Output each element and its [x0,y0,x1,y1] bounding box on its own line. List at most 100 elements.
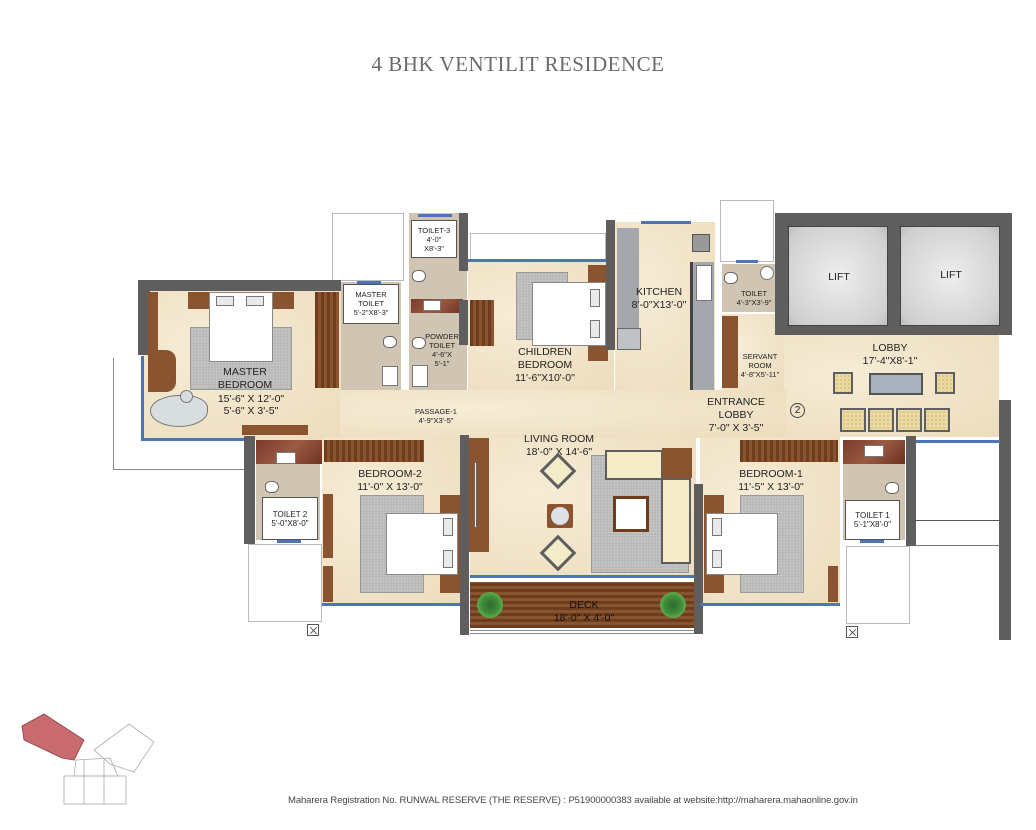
pillow [712,550,722,568]
side-cabinet [148,292,158,352]
corridor-line [916,545,1000,546]
powder-toilet-label: POWDER TOILET 4'-6"X 5'-1" [422,332,462,368]
lift-2: LIFT [900,226,1000,326]
master-toilet-name-line2: TOILET [357,299,385,308]
lobby-name: LOBBY [872,342,908,354]
servant-toilet-name: TOILET [740,289,768,298]
kitchen-name: KITCHEN [635,286,683,298]
unit-marker: 2 [790,403,805,418]
living-room-dim: 18'-0" X 14'-6" [525,446,593,458]
key-plan [21,713,155,805]
sink-icon [276,452,296,464]
wc-icon [265,481,279,493]
window [322,603,460,606]
sink-icon [423,300,441,311]
servant-bed [722,316,738,388]
side-table [547,504,573,528]
master-bedroom-name-line2: BEDROOM [217,379,273,391]
wall [138,280,341,291]
entrance-lobby-dim: 7'-0" X 3'-5" [708,422,764,434]
bedroom-2-name: BEDROOM-2 [358,468,422,480]
toilet-3-dim2: X8'-3" [424,244,444,253]
toilet-3-name: TOILET-3 [417,226,451,235]
kitchen-counter-end [617,328,641,350]
appliance [692,234,710,252]
study-desk [828,566,838,602]
kitchen-sink-icon [696,265,712,301]
bedroom-2-dim: 11'-0" X 13'-0" [357,481,423,493]
master-toilet-box [343,284,399,324]
lobby-bench-seat [924,408,950,432]
deck-dim: 18'-0" X 4'-0" [553,612,615,624]
lobby-seat [935,372,955,394]
servant-toilet-dim: 4'-3"X3'-9" [736,298,772,307]
wall [694,484,703,634]
lift-1-label: LIFT [828,271,850,283]
window [470,575,696,578]
ottoman [180,390,193,403]
passage-1-name: PASSAGE-1 [415,407,457,416]
master-toilet-name-line1: MASTER [355,290,387,299]
tv-screen [474,462,477,528]
unit-marker-number: 2 [794,405,801,416]
registration-footer: Maharera Registration No. RUNWAL RESERVE… [288,795,858,806]
wall [999,400,1011,640]
wall [459,213,468,271]
wardrobe [740,440,838,462]
deck-rail [470,630,696,634]
toilet-2-box [262,497,318,540]
powder-toilet-dim2: 5'-1" [434,359,450,368]
toilet-2-dim: 5'-0"X8'-0" [271,519,309,528]
powder-toilet-name-line1: POWDER [425,332,459,341]
toilet-3-label: TOILET-3 4'-0" X8'-3" [411,226,457,253]
master-bedroom-name-line1: MASTER [223,366,267,378]
lobby-bench-seat [896,408,922,432]
window [860,540,884,543]
wc-icon [412,337,426,349]
servant-room-name-line1: SERVANT [742,352,778,361]
lift-1: LIFT [788,226,888,326]
servant-room-dim: 4'-8"X5'-11" [740,370,780,379]
deck-label: DECK 18'-0" X 4'-0" [534,599,634,625]
children-bedroom-dim: 11'-6"X10'-0" [515,372,575,384]
rug [360,495,424,593]
shower-icon [382,366,398,386]
toilet-1-name: TOILET 1 [855,511,890,520]
master-toilet-label: MASTER TOILET 5'-2"X8'-3" [343,290,399,317]
master-bedroom-dim2: 5'-6" X 3'-5" [223,405,279,417]
sofa [605,450,663,480]
pillow [443,550,453,568]
entrance-lobby-name-line2: LOBBY [718,409,754,421]
wall [906,436,916,546]
master-bedroom-dim1: 15'-6" X 12'-0" [217,393,285,405]
toilet-2-name: TOILET 2 [272,510,308,519]
kitchen-counter [617,228,639,330]
deck-name: DECK [569,599,599,611]
pillow [712,518,722,536]
tv-unit [469,438,489,552]
bedroom-1-dim: 11'-5" X 13'-0" [738,481,804,493]
plant-icon [660,592,686,618]
key-plan-highlighted-unit [21,713,85,761]
corner-table [662,448,692,478]
coffee-table [613,496,649,532]
tv-unit [242,425,308,435]
window [468,259,606,262]
children-bedroom-name-line2: BEDROOM [517,359,573,371]
wall [244,436,255,544]
wall [459,300,468,345]
master-balcony-outline [113,358,248,470]
window [277,540,301,543]
passage-1-label: PASSAGE-1 4'-9"X3'-5" [408,407,464,425]
deck-floor [470,582,696,628]
window [141,438,246,441]
entrance-lobby-name-line1: ENTRANCE [707,396,765,408]
entrance-lobby-label: ENTRANCE LOBBY 7'-0" X 3'-5" [696,396,776,435]
toilet-3-box [411,220,457,258]
plant-icon [477,592,503,618]
children-bedroom-label: CHILDREN BEDROOM 11'-6"X10'-0" [505,346,585,385]
wardrobe [470,300,494,346]
kitchen-dim: 8'-0"X13'-0" [631,299,687,311]
toilet-1-dim: 5'-1"X8'-0" [853,520,892,529]
bedroom-2-label: BEDROOM-2 11'-0" X 13'-0" [345,468,435,494]
